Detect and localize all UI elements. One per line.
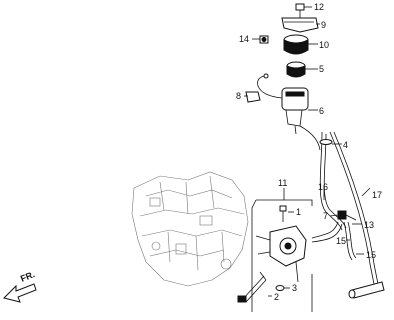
callout-14: 14: [239, 34, 249, 44]
hose-part-15: [311, 221, 357, 261]
bracket-part-9: [281, 17, 319, 33]
cap-part-10: [283, 34, 309, 55]
callout-2: 2: [274, 292, 279, 302]
front-direction-arrow-icon: [3, 283, 37, 303]
callout-5: 5: [319, 64, 324, 74]
callout-1: 1: [296, 207, 301, 217]
bolt-part-1: [279, 205, 287, 222]
callout-8: 8: [236, 91, 241, 101]
callout-9: 9: [321, 20, 326, 30]
callout-13: 13: [364, 220, 374, 230]
leader-lines: [244, 6, 371, 297]
tee-joint-part-7: [337, 210, 357, 221]
callout-10: 10: [319, 40, 329, 50]
washer-part-3: [275, 285, 285, 291]
clip-part-8: [245, 91, 261, 103]
callout-3: 3: [292, 283, 297, 293]
callout-12: 12: [314, 2, 324, 12]
bolt-part-2: [237, 271, 267, 303]
front-direction-label: FR.: [19, 269, 36, 284]
hose-part-17: [329, 131, 379, 285]
engine-block: [131, 171, 249, 287]
control-valve: [255, 225, 307, 283]
callout-15b: 15: [366, 250, 376, 260]
callout-15a: 15: [336, 236, 346, 246]
assembly-box-11: [251, 188, 313, 312]
hose-part-16: [319, 131, 347, 231]
grommet-part-5: [286, 61, 306, 78]
callout-7: 7: [323, 211, 328, 221]
callout-4: 4: [343, 140, 348, 150]
callout-6: 6: [319, 106, 324, 116]
sensor-part-6: [281, 87, 309, 135]
callout-17: 17: [372, 190, 382, 200]
wire-harness: [257, 73, 321, 151]
hose-clamp-4: [319, 139, 333, 145]
hose-end-part: [348, 281, 385, 299]
callout-16: 16: [318, 182, 328, 192]
callout-11: 11: [278, 178, 287, 188]
bolt-part-14: [259, 35, 269, 44]
